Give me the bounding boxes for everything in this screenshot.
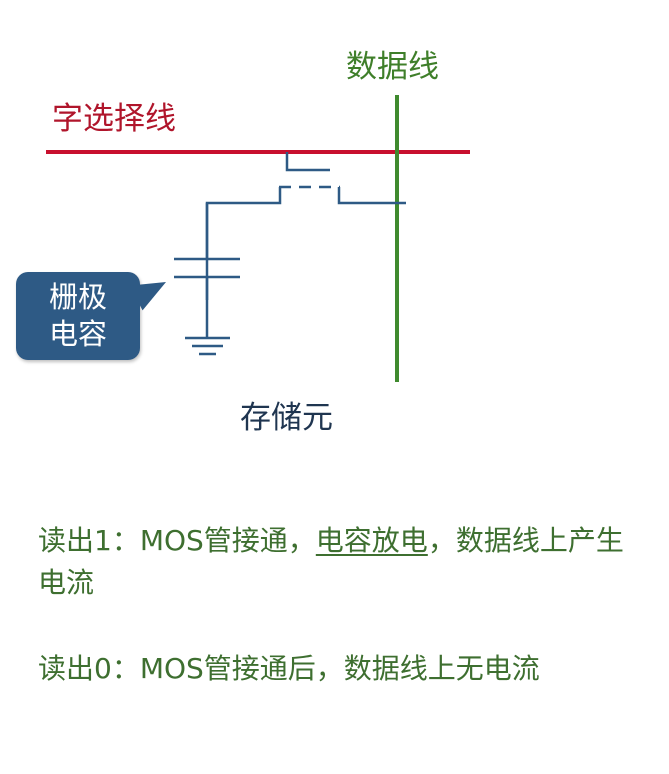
read-1-note: 读出1：MOS管接通，电容放电，数据线上产生电流 — [38, 520, 638, 604]
read-1-suffix: ，数据线上产生电流 — [38, 524, 624, 599]
ground-symbol — [185, 336, 230, 356]
gate-capacitor — [174, 203, 240, 337]
word-line-label: 字选择线 — [52, 101, 176, 137]
callout-line-2: 电容 — [48, 317, 107, 351]
gate-capacitor-callout — [16, 272, 140, 360]
read-1-prefix: 读出1：MOS管接通， — [38, 524, 316, 557]
callout-line-1: 栅极 — [48, 280, 107, 314]
read-0-note: 读出0：MOS管接通后，数据线上无电流 — [38, 652, 540, 685]
data-line-label: 数据线 — [346, 49, 439, 85]
storage-cell-label: 存储元 — [240, 400, 333, 436]
read-1-underlined: 电容放电 — [315, 524, 428, 557]
callout-text: 栅极 电容 — [16, 272, 140, 360]
